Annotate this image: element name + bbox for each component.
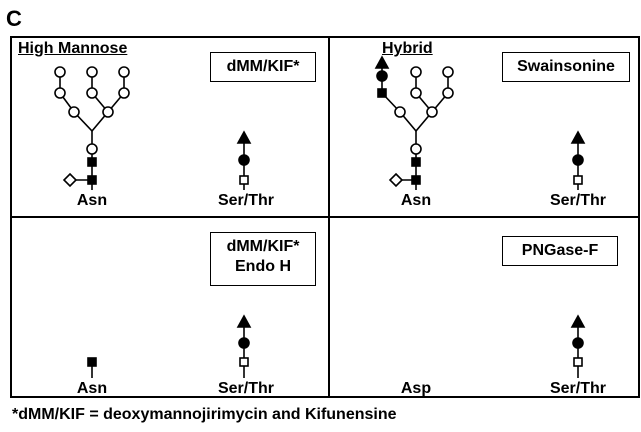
glcnac-square [87,357,97,367]
hybrid-glycan [374,55,454,190]
mannose-circle [410,87,422,99]
treatment-label-line2: Endo H [235,258,291,275]
glcnac-square [411,175,421,185]
panel-title-high-mannose: High Mannose [18,40,128,57]
sialic-acid-triangle [570,314,586,328]
site-label-asn: Asn [76,192,108,209]
site-label-ser-thr: Ser/Thr [549,380,606,397]
mannose-circle [86,143,98,155]
mannose-circle [118,66,130,78]
treatment-box-pngase-f: PNGase-F [502,236,618,266]
treatment-label: Swainsonine [517,58,615,75]
mannose-circle [426,106,438,118]
sialic-acid-triangle [236,130,252,144]
site-label-ser-thr: Ser/Thr [217,192,274,209]
mannose-circle [410,66,422,78]
treatment-box-dmm-kif: dMM/KIF* [210,52,316,82]
galactose-circle [572,337,584,349]
sialic-acid-triangle [236,314,252,328]
sialic-acid-triangle [374,55,390,69]
treatment-box-swainsonine: Swainsonine [502,52,630,82]
mannose-circle [118,87,130,99]
treatment-label-line1: dMM/KIF* [226,238,300,255]
sialic-acid-triangle [570,130,586,144]
glcnac-square [87,157,97,167]
treatment-box-dmm-kif-endo-h: dMM/KIF* Endo H [210,232,316,286]
o-glycan [236,314,252,378]
site-label-ser-thr: Ser/Thr [217,380,274,397]
mannose-circle [442,66,454,78]
mannose-circle [394,106,406,118]
endo-h-remnant-glycan [87,357,97,378]
mannose-circle [86,66,98,78]
mannose-circle [54,66,66,78]
galactose-circle [572,154,584,166]
glcnac-square [411,157,421,167]
panel-title-hybrid: Hybrid [382,40,433,57]
fucose-diamond [62,172,78,188]
panel-letter: C [6,6,22,31]
galactose-circle [238,337,250,349]
galactose-circle [238,154,250,166]
footnote: *dMM/KIF = deoxymannojirimycin and Kifun… [12,406,397,423]
galnac-square [573,175,583,185]
treatment-label: dMM/KIF* [226,58,300,75]
grid-divider-horizontal [10,216,640,218]
site-label-ser-thr: Ser/Thr [549,192,606,209]
galnac-square [573,357,583,367]
mannose-circle [442,87,454,99]
o-glycan [570,130,586,190]
galactose-circle [376,70,388,82]
treatment-label: PNGase-F [521,242,599,259]
mannose-circle [68,106,80,118]
mannose-circle [102,106,114,118]
site-label-asp: Asp [400,380,432,397]
site-label-asn: Asn [76,380,108,397]
galnac-square [239,175,249,185]
mannose-circle [86,87,98,99]
glcnac-square [377,88,387,98]
glcnac-square [87,175,97,185]
site-label-asn: Asn [400,192,432,209]
galnac-square [239,357,249,367]
high-mannose-glycan [54,66,130,190]
mannose-circle [410,143,422,155]
o-glycan [236,130,252,190]
mannose-circle [54,87,66,99]
o-glycan [570,314,586,378]
fucose-diamond [388,172,404,188]
